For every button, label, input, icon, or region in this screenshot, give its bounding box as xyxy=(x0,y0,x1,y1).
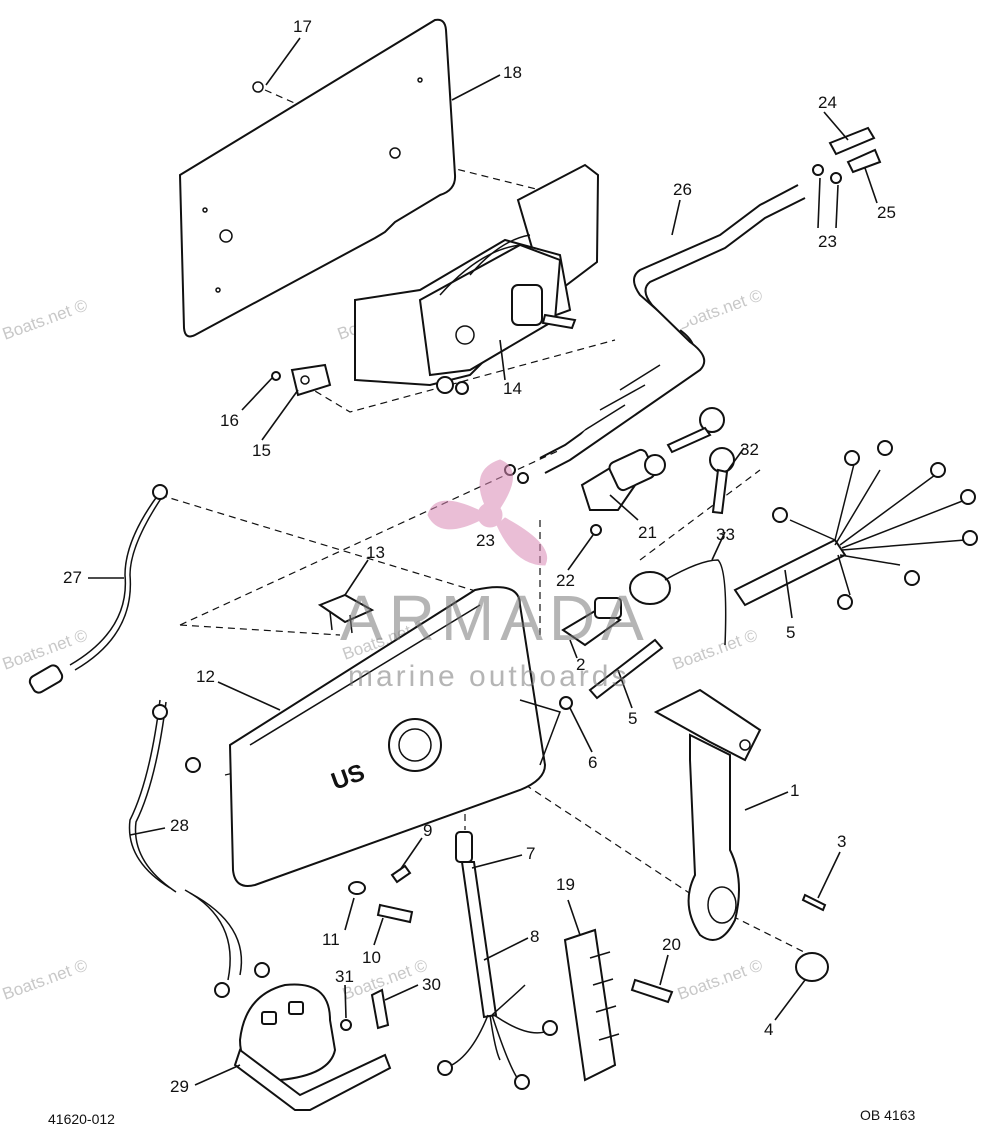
callout-2: 2 xyxy=(576,655,585,674)
warning-horn xyxy=(233,983,392,1111)
callout-30: 30 xyxy=(422,975,441,994)
callout-23: 23 xyxy=(476,531,495,550)
callout-labels: 17 18 24 26 25 23 14 16 15 32 21 23 22 3… xyxy=(63,17,896,1096)
callout-6: 6 xyxy=(588,753,597,772)
callout-14: 14 xyxy=(503,379,522,398)
callout-10: 10 xyxy=(362,948,381,967)
callout-9: 9 xyxy=(423,821,432,840)
callout-7: 7 xyxy=(526,844,535,863)
callout-11: 11 xyxy=(322,930,340,949)
callout-3: 3 xyxy=(837,832,846,851)
callout-15: 15 xyxy=(252,441,271,460)
logo-title: ARMADA xyxy=(340,582,650,654)
propeller-icon xyxy=(427,459,547,566)
nut-16 xyxy=(271,371,281,381)
mounting-panel xyxy=(178,18,457,338)
ignition-switch xyxy=(504,448,666,536)
control-handle xyxy=(653,688,829,982)
washer-6 xyxy=(559,696,573,710)
wire-lead-27 xyxy=(28,484,168,694)
callout-32: 32 xyxy=(740,440,759,459)
bracket-15 xyxy=(290,363,332,397)
callout-22: 22 xyxy=(556,571,575,590)
callout-27: 27 xyxy=(63,568,82,587)
callout-17: 17 xyxy=(293,17,312,36)
drawing-code-right: OB 4163 xyxy=(860,1107,915,1123)
armada-logo: ARMADA marine outboards xyxy=(340,459,650,693)
watermark-text: Boats.net © xyxy=(670,625,761,673)
control-housing: US xyxy=(228,586,561,887)
cap-4 xyxy=(795,952,829,982)
callout-21: 21 xyxy=(638,523,657,542)
screw-17 xyxy=(252,81,264,93)
watermark-text: Boats.net © xyxy=(675,955,766,1003)
callout-19: 19 xyxy=(556,875,575,894)
wire-harness-8 xyxy=(437,831,558,1090)
callout-18: 18 xyxy=(503,63,522,82)
leader-lines xyxy=(88,37,878,1086)
throttle-cables xyxy=(539,126,882,474)
callout-28: 28 xyxy=(170,816,189,835)
bolt-20 xyxy=(630,978,674,1004)
keys xyxy=(666,407,735,515)
control-mechanism xyxy=(271,163,600,397)
pin-3 xyxy=(801,893,827,912)
callout-24: 24 xyxy=(818,93,837,112)
callout-23: 23 xyxy=(818,232,837,251)
neutral-switch xyxy=(559,597,664,710)
wire-lead-28 xyxy=(128,699,270,998)
callout-25: 25 xyxy=(877,203,896,222)
screw-30 xyxy=(370,988,390,1030)
nut-31 xyxy=(340,1019,352,1031)
callout-13: 13 xyxy=(366,543,385,562)
callout-31: 31 xyxy=(335,967,354,986)
fasteners xyxy=(340,864,674,1031)
nut-22 xyxy=(590,524,602,536)
cable-end-25 xyxy=(846,148,882,174)
drawing-code-left: 41620-012 xyxy=(48,1111,115,1127)
callout-33: 33 xyxy=(716,525,735,544)
callout-8: 8 xyxy=(530,927,539,946)
callout-4: 4 xyxy=(764,1020,773,1039)
callout-5: 5 xyxy=(786,623,795,642)
choke-knob xyxy=(629,559,727,646)
washer-11 xyxy=(348,881,366,895)
cable-end-24 xyxy=(828,126,876,156)
callout-26: 26 xyxy=(673,180,692,199)
logo-subtitle: marine outboards xyxy=(348,660,629,693)
watermark-text: Boats.net © xyxy=(0,955,91,1003)
wiring-harness xyxy=(733,440,978,610)
callout-29: 29 xyxy=(170,1077,189,1096)
terminal-block xyxy=(563,928,620,1082)
callout-16: 16 xyxy=(220,411,239,430)
callout-5: 5 xyxy=(628,709,637,728)
callout-12: 12 xyxy=(196,667,215,686)
callout-1: 1 xyxy=(790,781,799,800)
callout-20: 20 xyxy=(662,935,681,954)
watermark-text: Boats.net © xyxy=(0,295,91,343)
screw-10 xyxy=(376,903,414,924)
clip-13 xyxy=(317,593,375,634)
watermark-text: Boats.net © xyxy=(0,625,91,673)
